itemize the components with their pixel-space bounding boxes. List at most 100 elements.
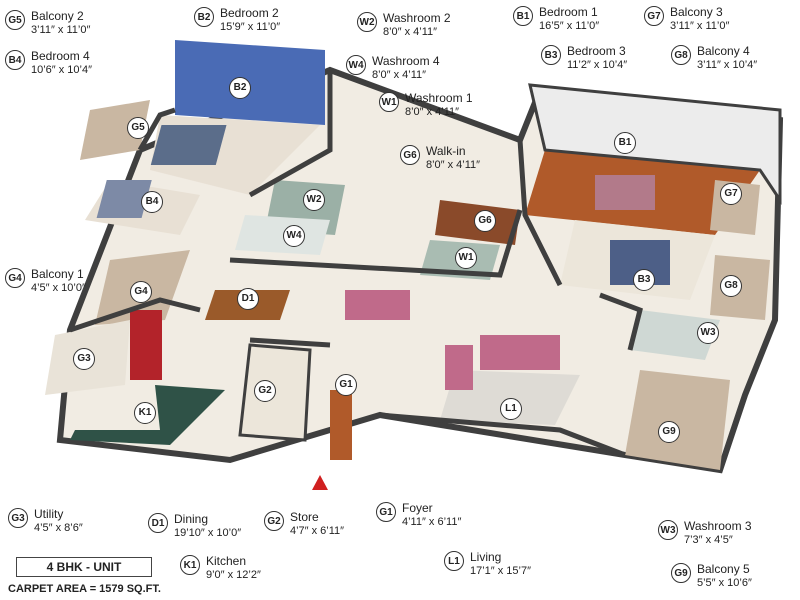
- label-dim-w3: 7’3″ x 4’5″: [684, 534, 733, 546]
- label-name-g7: Balcony 3: [670, 5, 723, 19]
- label-dim-g3: 4’5″ x 8’6″: [34, 522, 83, 534]
- label-dim-w2: 8’0″ x 4’11″: [383, 26, 438, 38]
- badge-g3: G3: [8, 508, 28, 528]
- label-name-b4: Bedroom 4: [31, 49, 90, 63]
- label-dim-k1: 9’0″ x 12’2″: [206, 569, 261, 581]
- label-name-k1: Kitchen: [206, 554, 247, 568]
- marker-w4: W4: [283, 225, 305, 247]
- unit-type-box: 4 BHK - UNIT: [16, 557, 152, 577]
- badge-g8: G8: [671, 45, 691, 65]
- badge-b2: B2: [194, 7, 214, 27]
- badge-g4: G4: [5, 268, 25, 288]
- entry-arrow: [312, 475, 328, 490]
- label-name-b1: Bedroom 1: [539, 5, 598, 19]
- bedroom-1-bed: [595, 175, 655, 210]
- label-dim-g9: 5’5″ x 10’6″: [697, 577, 752, 589]
- marker-g1: G1: [335, 374, 357, 396]
- badge-k1: K1: [180, 555, 200, 575]
- label-name-g4: Balcony 1: [31, 267, 84, 281]
- marker-g6: G6: [474, 210, 496, 232]
- marker-d1: D1: [237, 288, 259, 310]
- label-name-g2: Store: [290, 510, 319, 524]
- living-sofa-2: [345, 290, 410, 320]
- badge-d1: D1: [148, 513, 168, 533]
- carpet-area-text: CARPET AREA = 1579 SQ.FT.: [8, 583, 161, 595]
- marker-b1: B1: [614, 132, 636, 154]
- kitchen-counter: [70, 385, 225, 445]
- badge-g6: G6: [400, 145, 420, 165]
- badge-g5: G5: [5, 10, 25, 30]
- bedroom-1-wall: [528, 83, 782, 205]
- badge-w1: W1: [379, 92, 399, 112]
- label-dim-w1: 8’0″ x 4’11″: [405, 106, 460, 118]
- badge-b1: B1: [513, 6, 533, 26]
- foyer-door: [330, 390, 352, 460]
- badge-w3: W3: [658, 520, 678, 540]
- label-dim-g6: 8’0″ x 4’11″: [426, 159, 481, 171]
- marker-w1: W1: [455, 247, 477, 269]
- living-sofa-side: [445, 345, 473, 390]
- label-dim-l1: 17’1″ x 15’7″: [470, 565, 531, 577]
- label-dim-b1: 16’5″ x 11’0″: [539, 20, 600, 32]
- washroom-4-floor: [235, 215, 330, 255]
- badge-g9: G9: [671, 563, 691, 583]
- label-dim-b3: 11’2″ x 10’4″: [567, 59, 628, 71]
- marker-g8: G8: [720, 275, 742, 297]
- interior-walls: [69, 70, 643, 458]
- marker-w2: W2: [303, 189, 325, 211]
- label-name-g9: Balcony 5: [697, 562, 750, 576]
- label-dim-g1: 4’11″ x 6’11″: [402, 516, 462, 528]
- badge-b3: B3: [541, 45, 561, 65]
- marker-g4: G4: [130, 281, 152, 303]
- balcony-5-floor: [625, 370, 730, 470]
- badge-b4: B4: [5, 50, 25, 70]
- label-name-g8: Balcony 4: [697, 44, 750, 58]
- label-dim-d1: 19’10″ x 10’0″: [174, 527, 242, 539]
- label-dim-g8: 3’11″ x 10’4″: [697, 59, 758, 71]
- badge-g2: G2: [264, 511, 284, 531]
- label-dim-g4: 4’5″ x 10’0″: [31, 282, 86, 294]
- label-name-w1: Washroom 1: [405, 91, 473, 105]
- label-dim-w4: 8’0″ x 4’11″: [372, 69, 427, 81]
- bedroom-2-bed: [150, 125, 227, 165]
- balcony-2-floor: [80, 100, 150, 160]
- label-name-w2: Washroom 2: [383, 11, 451, 25]
- marker-l1: L1: [500, 398, 522, 420]
- refrigerator: [130, 310, 162, 380]
- label-name-w3: Washroom 3: [684, 519, 752, 533]
- badge-w2: W2: [357, 12, 377, 32]
- badge-g7: G7: [644, 6, 664, 26]
- marker-g2: G2: [254, 380, 276, 402]
- label-dim-g2: 4’7″ x 6’11″: [290, 525, 345, 537]
- marker-k1: K1: [134, 402, 156, 424]
- label-name-d1: Dining: [174, 512, 209, 526]
- label-dim-b2: 15’9″ x 11’0″: [220, 21, 281, 33]
- label-name-b2: Bedroom 2: [220, 6, 279, 20]
- label-dim-g5: 3’11″ x 11’0″: [31, 24, 91, 36]
- living-sofa: [480, 335, 560, 370]
- label-name-w4: Washroom 4: [372, 54, 440, 68]
- marker-g3: G3: [73, 348, 95, 370]
- marker-g7: G7: [720, 183, 742, 205]
- marker-b2: B2: [229, 77, 251, 99]
- marker-b3: B3: [633, 269, 655, 291]
- marker-g5: G5: [127, 117, 149, 139]
- label-dim-g7: 3’11″ x 11’0″: [670, 20, 730, 32]
- label-name-g1: Foyer: [402, 501, 433, 515]
- badge-g1: G1: [376, 502, 396, 522]
- living-rug: [440, 370, 580, 425]
- marker-b4: B4: [141, 191, 163, 213]
- marker-g9: G9: [658, 421, 680, 443]
- label-name-b3: Bedroom 3: [567, 44, 626, 58]
- washroom-3-floor: [630, 310, 720, 360]
- badge-l1: L1: [444, 551, 464, 571]
- bedroom-4-bed: [96, 180, 152, 218]
- label-dim-b4: 10’6″ x 10’4″: [31, 64, 92, 76]
- label-name-g5: Balcony 2: [31, 9, 84, 23]
- badge-w4: W4: [346, 55, 366, 75]
- marker-w3: W3: [697, 322, 719, 344]
- label-name-l1: Living: [470, 550, 502, 564]
- label-name-g6: Walk-in: [426, 144, 466, 158]
- label-name-g3: Utility: [34, 507, 64, 521]
